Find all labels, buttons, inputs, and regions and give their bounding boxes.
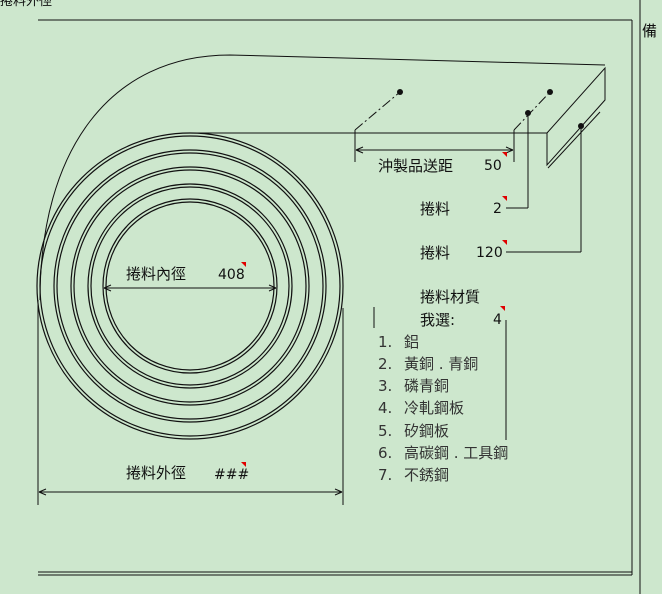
comment-marker bbox=[502, 196, 507, 201]
material-title: 捲料材質 bbox=[420, 288, 481, 306]
material-name: 冷軋鋼板 bbox=[404, 399, 465, 417]
comment-marker bbox=[241, 262, 246, 267]
comment-marker bbox=[502, 152, 507, 157]
comment-marker bbox=[502, 240, 507, 245]
material-select-label: 我選: bbox=[420, 311, 456, 329]
inner-diameter-dimension bbox=[103, 284, 277, 292]
comment-marker bbox=[500, 306, 505, 311]
outer-diameter-label: 捲料外徑 bbox=[126, 464, 187, 482]
feed-length-value[interactable]: 50 bbox=[484, 158, 502, 174]
strip-width-value[interactable]: 2 bbox=[493, 201, 502, 217]
comment-marker bbox=[241, 462, 246, 467]
material-name: 高碳鋼 . 工具鋼 bbox=[404, 444, 509, 462]
material-item: 5. 矽鋼板 bbox=[378, 421, 449, 441]
strip bbox=[39, 54, 606, 301]
feed-length-dimension bbox=[354, 130, 515, 162]
material-name: 磷青銅 bbox=[404, 377, 450, 395]
material-item: 1. 鋁 bbox=[378, 332, 419, 352]
outer-diameter-value[interactable]: ### bbox=[214, 467, 250, 483]
center-lines bbox=[354, 91, 551, 131]
inner-diameter-value[interactable]: 408 bbox=[218, 267, 245, 283]
inner-diameter-label: 捲料內徑 bbox=[126, 265, 187, 283]
material-num: 7. bbox=[378, 466, 393, 484]
material-name: 鋁 bbox=[404, 333, 420, 351]
material-num: 5. bbox=[378, 422, 393, 440]
material-name: 黃銅 . 青銅 bbox=[404, 355, 479, 373]
header-left-text: 捲料外徑 bbox=[0, 0, 53, 9]
strip-width-label: 捲料 bbox=[420, 200, 451, 218]
material-item: 7. 不銹鋼 bbox=[378, 465, 449, 485]
material-name: 矽鋼板 bbox=[404, 422, 450, 440]
coil-rings bbox=[36, 132, 344, 440]
material-item: 3. 磷青銅 bbox=[378, 376, 449, 396]
material-lines bbox=[373, 307, 507, 440]
material-select-value[interactable]: 4 bbox=[493, 312, 502, 328]
strip-width-dimension bbox=[506, 113, 529, 209]
thickness-dimension bbox=[506, 111, 601, 253]
feed-length-label: 沖製品送距 bbox=[378, 157, 454, 175]
material-num: 3. bbox=[378, 377, 393, 395]
thickness-label: 捲料 bbox=[420, 244, 451, 262]
material-num: 2. bbox=[378, 355, 393, 373]
material-item: 4. 冷軋鋼板 bbox=[378, 398, 464, 418]
material-num: 4. bbox=[378, 399, 393, 417]
material-item: 6. 高碳鋼 . 工具鋼 bbox=[378, 443, 508, 463]
thickness-value[interactable]: 120 bbox=[476, 245, 503, 261]
material-name: 不銹鋼 bbox=[404, 466, 450, 484]
material-item: 2. 黃銅 . 青銅 bbox=[378, 354, 478, 374]
material-num: 1. bbox=[378, 333, 393, 351]
side-label: 備 bbox=[642, 22, 658, 40]
frame bbox=[38, 0, 641, 594]
material-num: 6. bbox=[378, 444, 393, 462]
outer-diameter-dimension bbox=[37, 300, 344, 505]
